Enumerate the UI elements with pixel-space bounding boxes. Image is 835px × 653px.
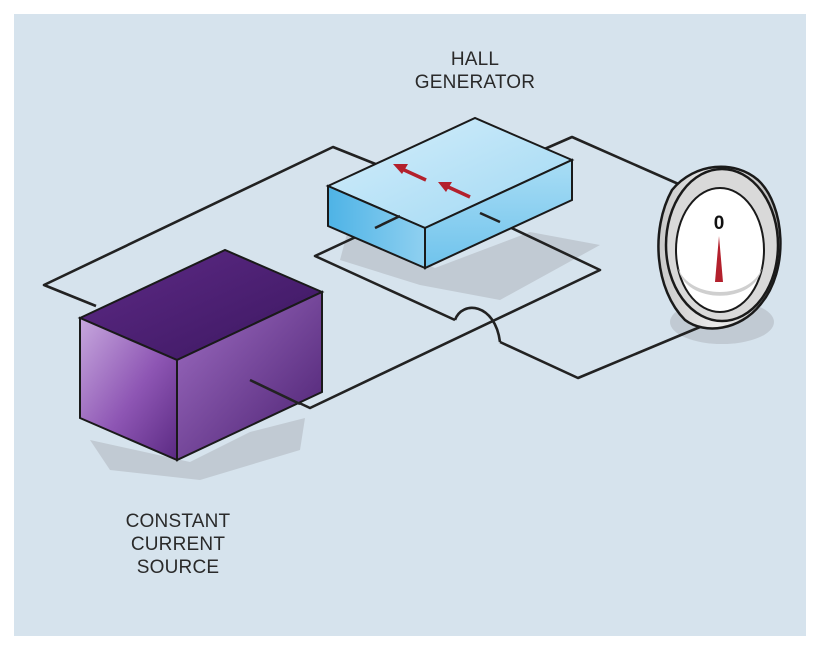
wire-meter-to-crossover <box>499 320 713 380</box>
meter-face-lower-shade <box>678 268 762 296</box>
wire-source-to-hall-left <box>42 145 379 308</box>
source-label-line-1: CONSTANT <box>125 511 231 532</box>
constant-current-source-label: CONSTANT CURRENT SOURCE <box>88 510 268 579</box>
wire-crossover-jump <box>453 306 502 343</box>
source-block-right <box>176 290 323 462</box>
current-direction-arrows <box>393 164 471 199</box>
constant-current-source-block <box>77 248 325 462</box>
source-label-line-2: CURRENT <box>130 534 226 555</box>
hall-block-right <box>424 158 573 270</box>
meter-reading: 0 <box>714 213 725 234</box>
voltmeter: 0 <box>657 165 782 330</box>
source-label-line-3: SOURCE <box>136 557 220 578</box>
meter-needle <box>715 236 723 282</box>
wire-hall-right-to-meter <box>539 135 684 188</box>
hall-generator-label: HALL GENERATOR <box>395 48 555 94</box>
hall-label-line-2: GENERATOR <box>414 72 536 93</box>
hall-label-line-1: HALL <box>450 49 500 70</box>
